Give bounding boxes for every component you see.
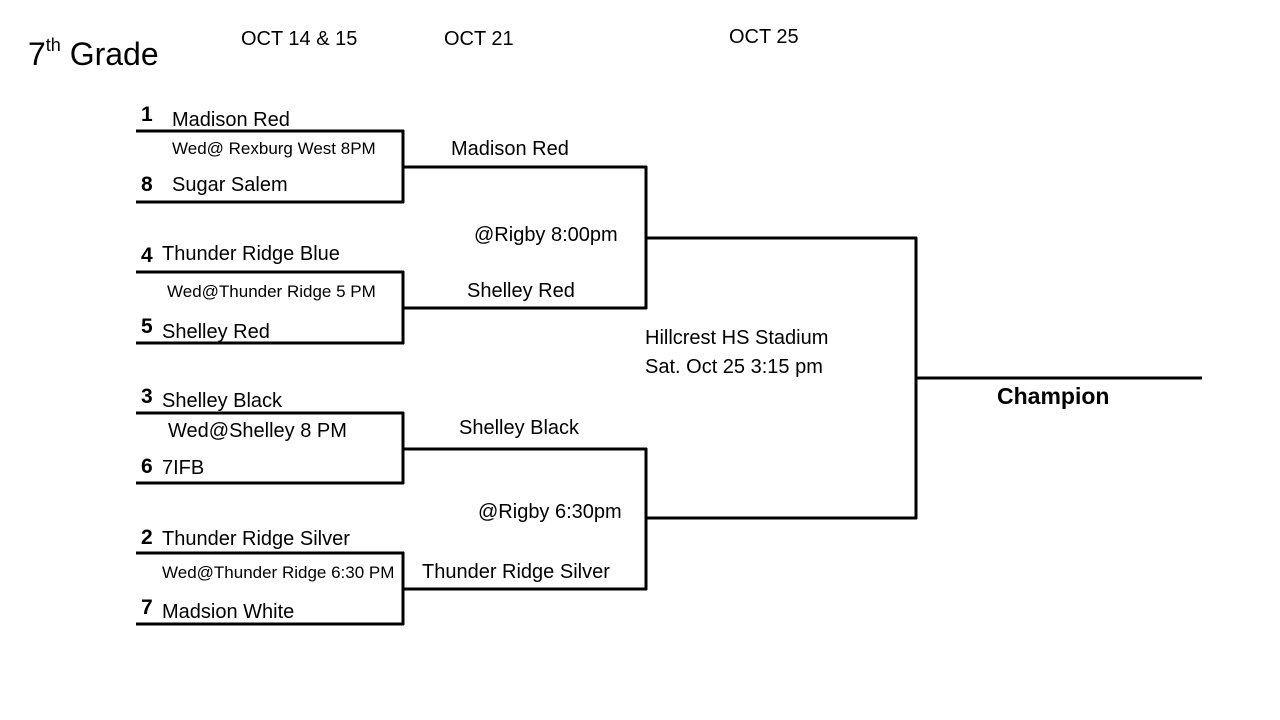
team-name: Thunder Ridge Blue — [162, 243, 340, 265]
seed-number: 1 — [141, 103, 153, 126]
game-venue: Wed@ Rexburg West 8PM — [172, 139, 376, 158]
team-name: Shelley Red — [162, 321, 270, 343]
final-date: OCT 25 — [729, 26, 799, 48]
team-name: Shelley Black — [162, 390, 283, 412]
game-venue: Wed@Thunder Ridge 5 PM — [167, 282, 376, 301]
team-name: Thunder Ridge Silver — [162, 528, 350, 550]
game-venue: @Rigby 8:00pm — [474, 224, 618, 246]
final-venue: Hillcrest HS Stadium — [645, 327, 829, 349]
seed-number: 8 — [141, 173, 153, 196]
team-name: Sugar Salem — [172, 174, 288, 196]
seed-number: 3 — [141, 385, 153, 408]
team-name: Thunder Ridge Silver — [422, 561, 610, 583]
game-venue: @Rigby 6:30pm — [478, 501, 622, 523]
seed-number: 2 — [141, 526, 153, 549]
team-name: 7IFB — [162, 457, 205, 479]
game-venue: Wed@Thunder Ridge 6:30 PM — [162, 563, 395, 582]
seed-number: 5 — [141, 315, 153, 338]
team-name: Madison Red — [451, 138, 569, 160]
final-time: Sat. Oct 25 3:15 pm — [645, 356, 823, 378]
team-name: Shelley Black — [459, 417, 580, 439]
team-name: Madsion White — [162, 601, 295, 623]
page-title: 7th Grade — [28, 35, 159, 72]
seed-number: 4 — [141, 244, 153, 267]
seed-number: 6 — [141, 455, 153, 478]
champion-label: Champion — [997, 383, 1110, 409]
round1-date: OCT 14 & 15 — [241, 28, 358, 50]
round2-date: OCT 21 — [444, 28, 514, 50]
team-name: Madison Red — [172, 109, 290, 131]
team-name: Shelley Red — [467, 280, 575, 302]
seed-number: 7 — [141, 596, 153, 619]
game-venue: Wed@Shelley 8 PM — [168, 420, 347, 442]
